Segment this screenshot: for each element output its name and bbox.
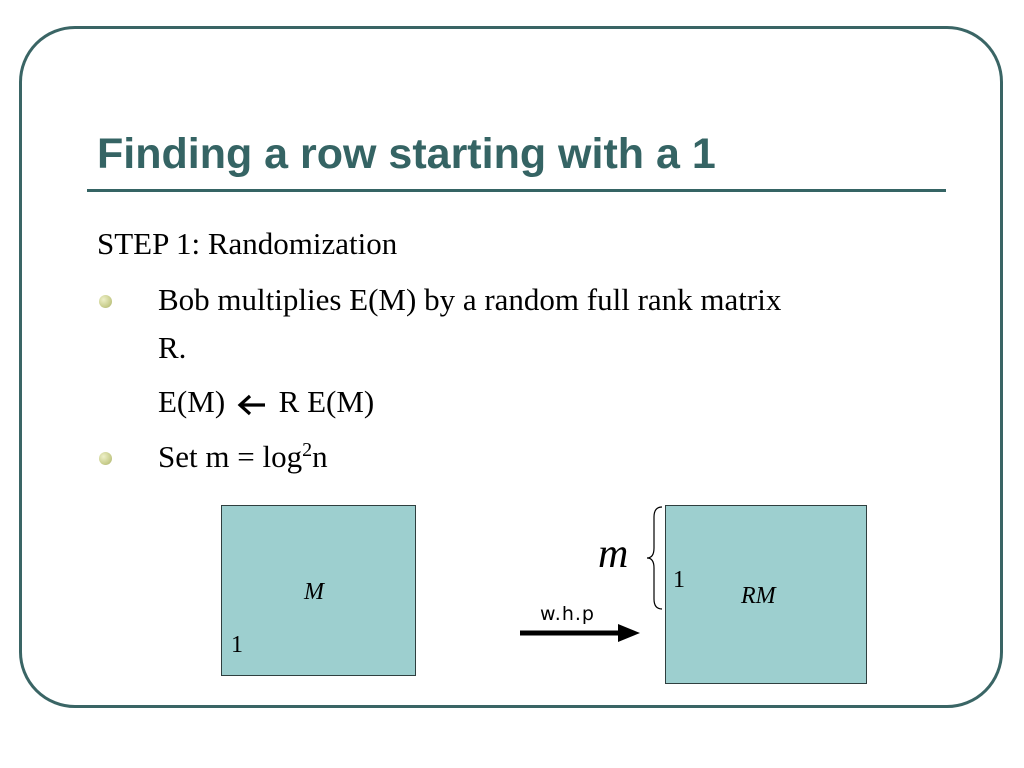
formula-rhs: R E(M)	[278, 384, 375, 419]
bullet-2-text-after: n	[312, 439, 328, 474]
right-arrow-icon	[520, 624, 640, 642]
slide-frame	[19, 26, 1003, 708]
bullet-dot-1	[99, 295, 112, 308]
curly-brace-icon	[646, 506, 663, 610]
matrix-m-box	[221, 505, 416, 676]
matrix-m-label: M	[304, 579, 324, 605]
matrix-rm-box	[665, 505, 867, 684]
bullet-2-superscript: 2	[302, 439, 313, 461]
bullet-dot-2	[99, 452, 112, 465]
bullet-2-text: Set m = log2n	[158, 439, 328, 479]
slide-title: Finding a row starting with a 1	[97, 130, 716, 178]
bullet-2-text-before: Set m = log	[158, 439, 303, 474]
bullet-1-line-1: Bob multiplies E(M) by a random full ran…	[158, 282, 782, 317]
formula-lhs: E(M)	[158, 384, 226, 419]
formula-line: E(M) R E(M)	[158, 384, 374, 420]
matrix-rm-label: RM	[741, 583, 776, 609]
bullet-1-line-2: R.	[158, 330, 187, 365]
arrow-label: w.h.p	[540, 603, 595, 625]
title-underline	[87, 189, 946, 192]
matrix-m-corner-value: 1	[231, 632, 243, 658]
left-arrow-icon	[237, 394, 265, 416]
matrix-rm-corner-value: 1	[673, 567, 685, 593]
step-heading: STEP 1: Randomization	[97, 226, 398, 261]
brace-label: m	[598, 531, 629, 577]
